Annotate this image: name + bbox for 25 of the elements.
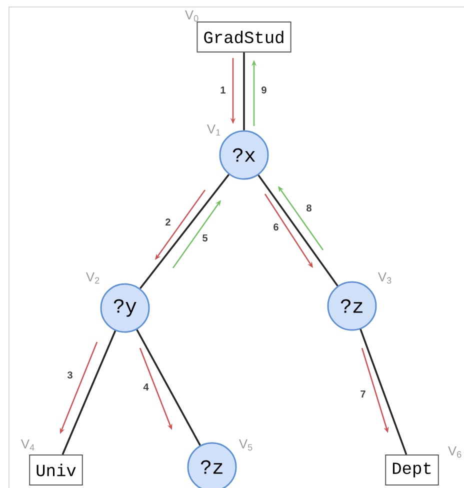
vertex-label: V$_{5}$	[238, 439, 252, 451]
edge-line	[136, 329, 201, 446]
step-number: 6	[274, 223, 278, 231]
edge-line	[360, 328, 408, 455]
step-number: 1	[220, 86, 226, 94]
step-number: 9	[262, 86, 266, 94]
vertex-label: V$_{1}$	[206, 124, 220, 136]
step-number: 4	[143, 384, 149, 390]
step-number: 3	[67, 371, 72, 379]
term-box: Dept	[385, 454, 439, 486]
step-number: 7	[360, 390, 366, 398]
edge-line	[139, 174, 230, 290]
vertex-label: V$_{6}$	[448, 446, 462, 458]
step-number: 8	[306, 204, 312, 212]
step-number: 2	[166, 218, 170, 226]
vertex-label: V$_{0}$	[184, 10, 198, 22]
term-box: Univ	[29, 454, 83, 486]
vertex-label: V$_{3}$	[378, 272, 392, 284]
edge-line	[62, 330, 116, 455]
vertex-label: V$_{2}$	[86, 272, 100, 284]
step-number: 5	[202, 234, 208, 242]
edge-line	[258, 174, 338, 286]
term-box: GradStud	[196, 22, 292, 52]
vertex-label: V$_{4}$	[20, 439, 34, 451]
edge-line	[243, 52, 245, 130]
